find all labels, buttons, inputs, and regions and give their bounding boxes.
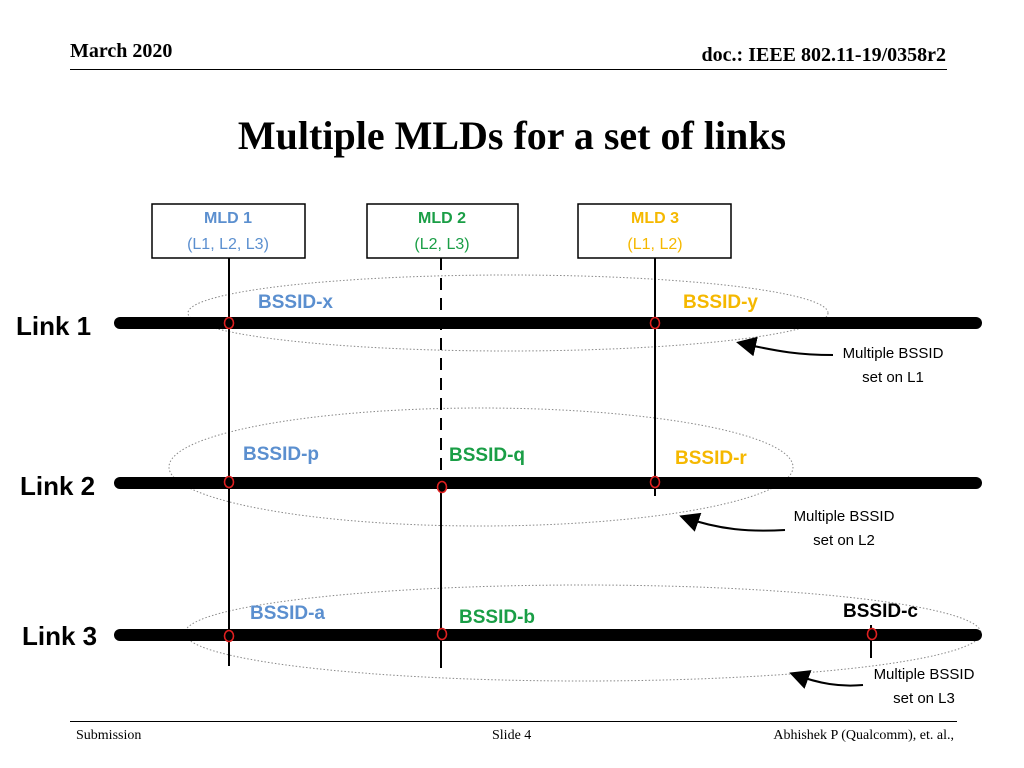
annotation-l1-line1: Multiple BSSID (843, 345, 944, 362)
mld1-links: (L1, L2, L3) (187, 236, 269, 253)
bssid-r-label: BSSID-r (675, 448, 747, 469)
header-rule (70, 69, 947, 70)
annotation-arrow-l2 (679, 512, 786, 532)
annotation-l3-line2: set on L3 (893, 690, 955, 707)
ap-marker-p (223, 475, 235, 489)
mld2-links: (L2, L3) (414, 236, 469, 253)
link-3-label: Link 3 (22, 621, 97, 651)
annotation-arrow-l3 (789, 670, 864, 689)
mld2-box (366, 203, 519, 259)
mld1-box (151, 203, 306, 259)
mld2-name: MLD 2 (418, 210, 466, 227)
bssid-c-label: BSSID-c (843, 601, 918, 622)
mld1-name: MLD 1 (204, 210, 252, 227)
bssid-set-ellipse-l1 (187, 274, 829, 352)
footer-author: Abhishek P (Qualcomm), et. al., (773, 728, 954, 743)
bssid-p-label: BSSID-p (243, 444, 319, 465)
link-1-label: Link 1 (16, 311, 91, 341)
bssid-q-label: BSSID-q (449, 445, 525, 466)
mld3-box (577, 203, 732, 259)
ap-marker-r (649, 475, 661, 489)
header-date: March 2020 (70, 40, 173, 62)
mld3-name: MLD 3 (631, 210, 679, 227)
mld3-links: (L1, L2) (627, 236, 682, 253)
bssid-x-label: BSSID-x (258, 292, 333, 313)
link-2-label: Link 2 (20, 471, 95, 501)
footer-submission: Submission (76, 728, 142, 743)
annotation-l2-line1: Multiple BSSID (794, 508, 895, 525)
ap-marker-c (866, 627, 878, 641)
bssid-a-label: BSSID-a (250, 603, 325, 624)
footer-slide-number: Slide 4 (492, 728, 532, 743)
annotation-l2-line2: set on L2 (813, 532, 875, 549)
footer-rule (70, 721, 957, 722)
ap-marker-a (223, 629, 235, 643)
bssid-b-label: BSSID-b (459, 607, 535, 628)
bssid-y-label: BSSID-y (683, 292, 758, 313)
bssid-set-ellipse-l2 (168, 407, 794, 527)
ap-marker-b (436, 627, 448, 641)
ap-marker-q (436, 480, 448, 494)
ap-marker-y (649, 316, 661, 330)
slide-title: Multiple MLDs for a set of links (237, 113, 787, 158)
header-doc-id: doc.: IEEE 802.11-19/0358r2 (701, 44, 946, 66)
annotation-l3-line1: Multiple BSSID (874, 666, 975, 683)
annotation-arrow-l1 (736, 336, 834, 357)
annotation-l1-line2: set on L1 (862, 369, 924, 386)
ap-marker-x (223, 316, 235, 330)
